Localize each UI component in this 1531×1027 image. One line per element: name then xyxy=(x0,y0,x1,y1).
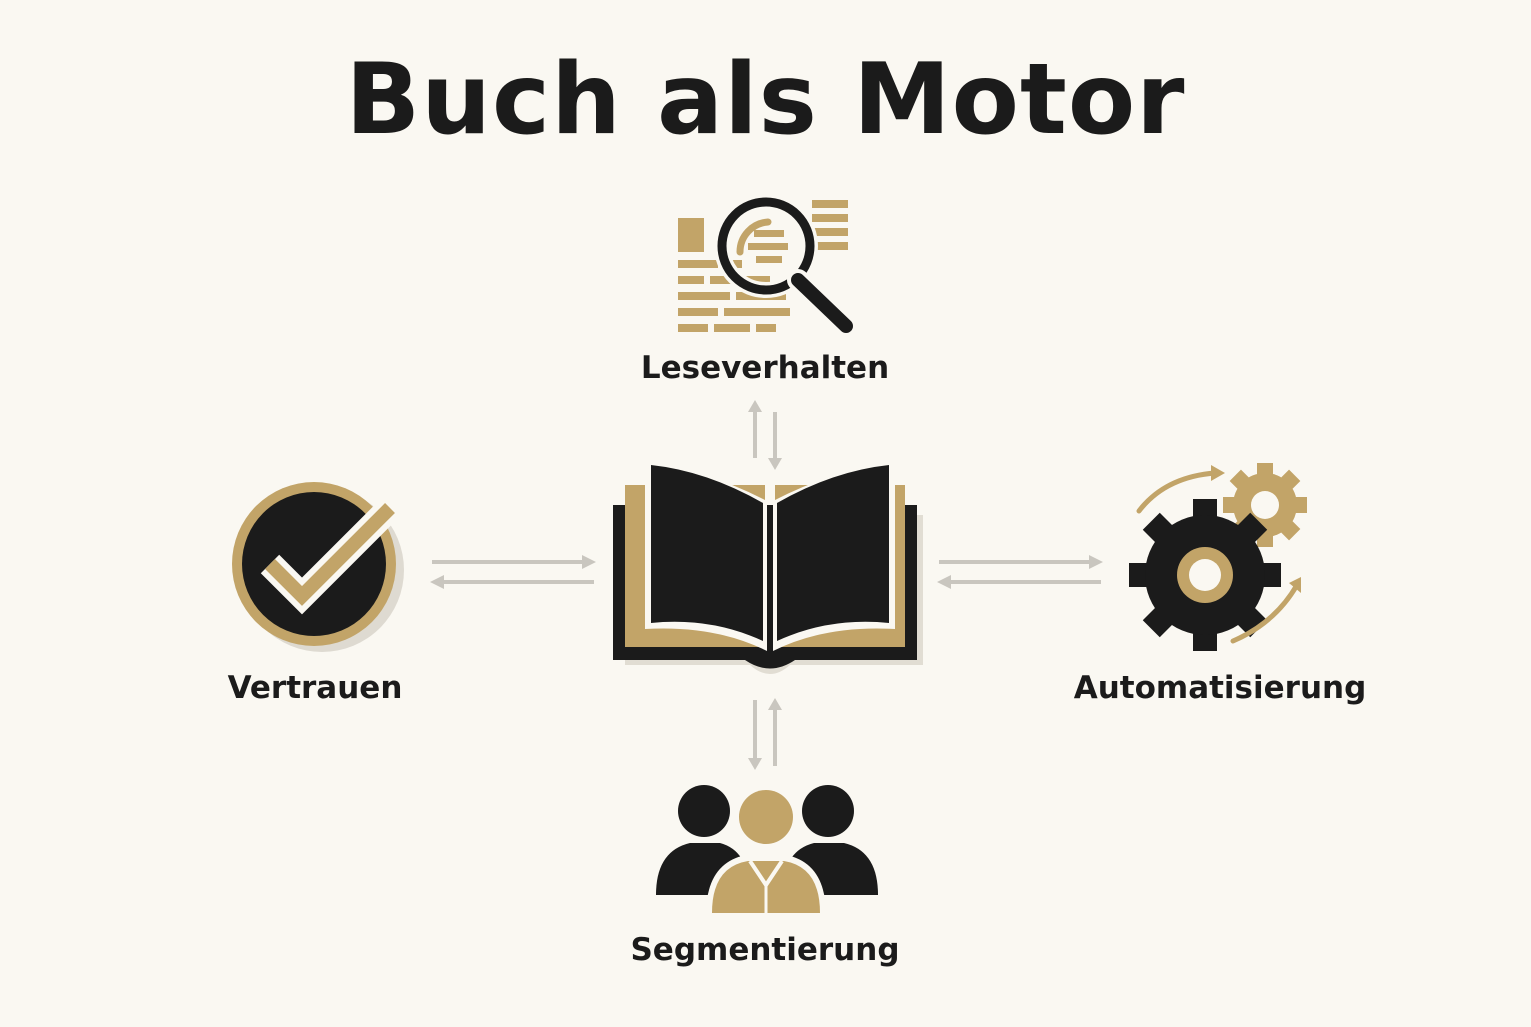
people-group-icon xyxy=(656,785,878,915)
node-label-automatisierung: Automatisierung xyxy=(1073,670,1367,706)
node-label-leseverhalten: Leseverhalten xyxy=(640,350,890,386)
connector-left xyxy=(430,555,596,589)
checkmark-circle-icon xyxy=(232,482,404,652)
connector-right xyxy=(937,555,1103,589)
node-label-segmentierung: Segmentierung xyxy=(630,932,900,968)
diagram-title: Buch als Motor xyxy=(345,43,1186,157)
connector-top xyxy=(748,400,782,470)
magnifier-text-icon xyxy=(678,194,857,337)
gears-icon xyxy=(1129,463,1307,651)
open-book-icon xyxy=(613,463,923,674)
connector-bottom xyxy=(748,698,782,770)
node-label-vertrauen: Vertrauen xyxy=(227,670,403,706)
